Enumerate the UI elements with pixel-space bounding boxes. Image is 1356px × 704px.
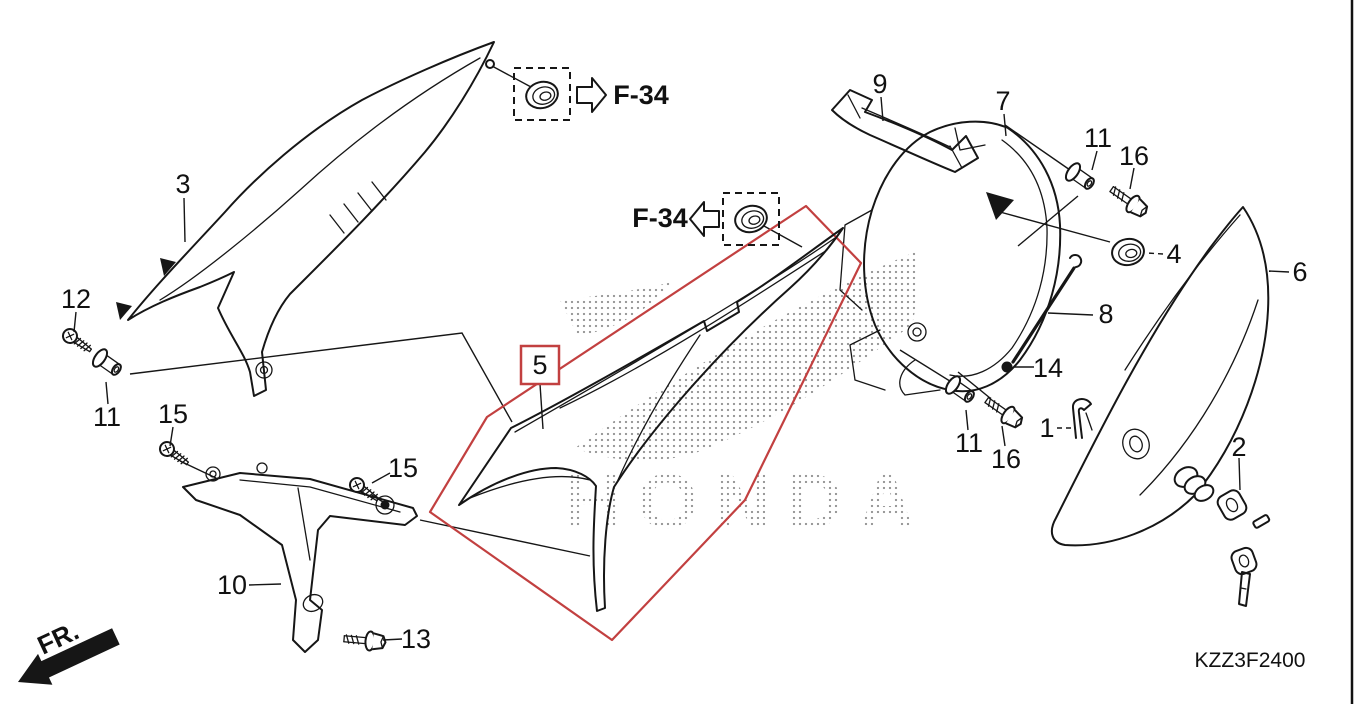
bolt-16-top [1105, 180, 1153, 222]
callout-13: 13 [382, 624, 431, 654]
ref-grommet-icon [522, 77, 562, 113]
highlight-outline [428, 204, 863, 642]
callout-4: 4 [1146, 239, 1182, 269]
part-9-stay [831, 89, 979, 173]
svg-text:11: 11 [93, 402, 121, 432]
front-arrow-icon [18, 628, 120, 685]
svg-text:9: 9 [872, 69, 887, 99]
svg-text:16: 16 [991, 444, 1021, 474]
callout-16: 16 [1119, 141, 1149, 190]
screw-12 [59, 325, 96, 358]
callout-14: 14 [1014, 353, 1063, 383]
part-2-lock-set [1173, 466, 1271, 607]
ref-label: F-34 [632, 203, 688, 233]
arrow-left-icon [689, 201, 720, 237]
callout-9: 9 [872, 69, 888, 122]
svg-text:11: 11 [955, 428, 983, 458]
svg-text:12: 12 [61, 284, 91, 314]
callout-16: 16 [991, 425, 1021, 474]
callout-11: 11 [93, 381, 121, 432]
arrow-right-icon [576, 77, 607, 113]
part-14-ball [1001, 361, 1013, 373]
callout-5: 5 [519, 344, 561, 430]
ref-grommet-icon [731, 201, 771, 237]
callout-11: 11 [1084, 123, 1112, 171]
callout-7: 7 [995, 86, 1011, 137]
callout-11: 11 [955, 409, 983, 458]
screw-15-b [346, 474, 383, 507]
ref-f34-mid: F-34 [632, 192, 780, 246]
callout-1: 1 [1039, 413, 1071, 443]
part-1-clip [1072, 398, 1093, 439]
callout-2: 2 [1231, 432, 1247, 491]
svg-text:10: 10 [217, 570, 247, 600]
grommet-4 [1108, 235, 1148, 269]
svg-text:4: 4 [1166, 239, 1181, 269]
screw-15-a [156, 438, 193, 471]
callout-10: 10 [217, 570, 282, 600]
ref-f34-top: F-34 [513, 67, 669, 121]
svg-text:15: 15 [388, 453, 418, 483]
callout-8: 8 [1047, 299, 1114, 329]
callout-12: 12 [61, 284, 91, 333]
callout-15: 15 [371, 453, 418, 484]
watermark-text: HONDA [565, 457, 931, 545]
callout-6: 6 [1268, 257, 1308, 287]
bolt-13 [342, 628, 388, 653]
collar-11-left [89, 345, 126, 381]
ref-dashed-box [722, 192, 780, 246]
svg-text:3: 3 [175, 169, 190, 199]
part-5-side-cover-highlighted [428, 204, 863, 642]
svg-text:11: 11 [1084, 123, 1112, 153]
svg-text:5: 5 [532, 350, 547, 380]
svg-text:14: 14 [1033, 353, 1063, 383]
diagram-code: KZZ3F2400 [1195, 649, 1306, 672]
svg-text:1: 1 [1039, 413, 1054, 443]
part-6-side-cover [1050, 206, 1270, 547]
svg-text:8: 8 [1098, 299, 1113, 329]
part-10-front-cover [182, 462, 418, 653]
ref-label: F-34 [613, 80, 669, 110]
svg-text:2: 2 [1231, 432, 1246, 462]
part-8-rod [1001, 254, 1083, 373]
callout-15: 15 [158, 399, 188, 447]
svg-text:15: 15 [158, 399, 188, 429]
front-direction-indicator: FR. [18, 615, 120, 685]
svg-text:16: 16 [1119, 141, 1149, 171]
bolt-16-bottom [980, 391, 1028, 433]
svg-text:7: 7 [995, 86, 1010, 116]
callout-3: 3 [175, 169, 191, 243]
part-7-inner-cover [839, 120, 1062, 396]
part-3-side-cover [116, 41, 495, 397]
svg-text:6: 6 [1292, 257, 1307, 287]
svg-text:13: 13 [401, 624, 431, 654]
ref-dashed-box [513, 67, 571, 121]
highlighted-callout-box [519, 344, 561, 386]
